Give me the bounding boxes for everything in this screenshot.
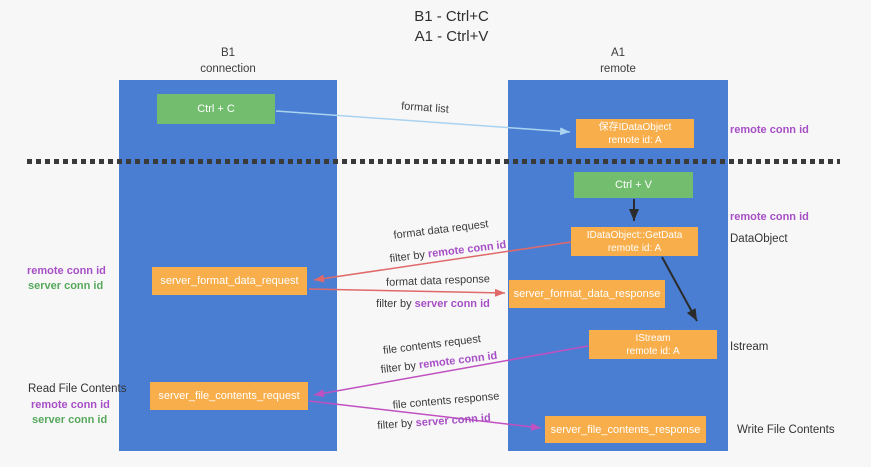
node-idataobject-getdata: IDataObject::GetData remote id: A xyxy=(571,227,698,256)
label-dataobject: DataObject xyxy=(730,233,788,245)
node-istream-title: IStream xyxy=(635,332,671,344)
node-istream: IStream remote id: A xyxy=(589,330,717,359)
edge-label-format-data-response: format data response xyxy=(385,273,491,289)
label-read-file-contents: Read File Contents xyxy=(28,383,127,395)
node-save-idataobject-title: 保存IDataObject xyxy=(598,121,672,133)
node-server-format-data-request: server_format_data_request xyxy=(152,267,307,295)
lane-header-b1: B1 connection xyxy=(119,46,337,77)
format-data-response-arrow xyxy=(308,288,506,297)
node-save-idataobject: 保存IDataObject remote id: A xyxy=(576,119,694,148)
label-left-remote-conn-id-1: remote conn id xyxy=(27,265,106,277)
filter-3-value: remote conn id xyxy=(418,349,498,372)
node-server-file-contents-request: server_file_contents_request xyxy=(150,382,308,410)
lane-b1-subtitle: connection xyxy=(200,62,256,75)
filter-3-prefix: filter by xyxy=(380,359,420,377)
lane-a1-name: A1 xyxy=(610,47,626,59)
filter-4-prefix: filter by xyxy=(376,417,417,432)
node-ctrl-v: Ctrl + V xyxy=(574,172,693,198)
lane-a1-subtitle: remote xyxy=(600,62,636,75)
node-getdata-remote-id: remote id: A xyxy=(607,242,662,254)
label-left-server-conn-id-1: server conn id xyxy=(28,280,104,292)
edge-label-format-list: format list xyxy=(400,100,450,116)
lane-header-a1: A1 remote xyxy=(508,46,728,77)
diagram-title: B1 - Ctrl+C A1 - Ctrl+V xyxy=(16,7,871,48)
node-istream-remote-id: remote id: A xyxy=(626,345,680,357)
edge-label-file-contents-response: file contents response xyxy=(392,390,500,412)
filter-2-value: server conn id xyxy=(414,298,490,310)
node-server-file-contents-response: server_file_contents_response xyxy=(545,416,706,443)
edge-label-filter-2: filter by server conn id xyxy=(376,298,490,310)
label-write-file-contents: Write File Contents xyxy=(737,424,835,436)
edge-label-format-data-request: format data request xyxy=(392,218,490,242)
label-left-server-conn-id-2: server conn id xyxy=(32,414,108,426)
title-line-2: A1 - Ctrl+V xyxy=(414,28,489,46)
filter-1-prefix: filter by xyxy=(389,248,429,266)
label-istream: Istream xyxy=(730,341,769,353)
label-remote-conn-id-mid: remote conn id xyxy=(730,211,809,223)
filter-2-prefix: filter by xyxy=(376,298,415,310)
node-save-idataobject-remote-id: remote id: A xyxy=(608,134,662,146)
node-server-format-data-response: server_format_data_response xyxy=(509,280,665,308)
filter-4-value: server conn id xyxy=(415,412,492,430)
node-getdata-title: IDataObject::GetData xyxy=(586,229,683,241)
label-remote-conn-id-top: remote conn id xyxy=(730,124,809,136)
filter-1-value: remote conn id xyxy=(427,238,507,261)
edge-label-filter-4: filter by server conn id xyxy=(377,412,491,432)
edge-label-filter-1: filter by remote conn id xyxy=(389,239,507,265)
label-left-remote-conn-id-2: remote conn id xyxy=(31,399,110,411)
node-ctrl-c: Ctrl + C xyxy=(157,94,275,124)
phase-separator-dashed-line xyxy=(27,159,840,164)
title-line-1: B1 - Ctrl+C xyxy=(414,8,489,25)
lane-b1-name: B1 xyxy=(220,47,236,59)
